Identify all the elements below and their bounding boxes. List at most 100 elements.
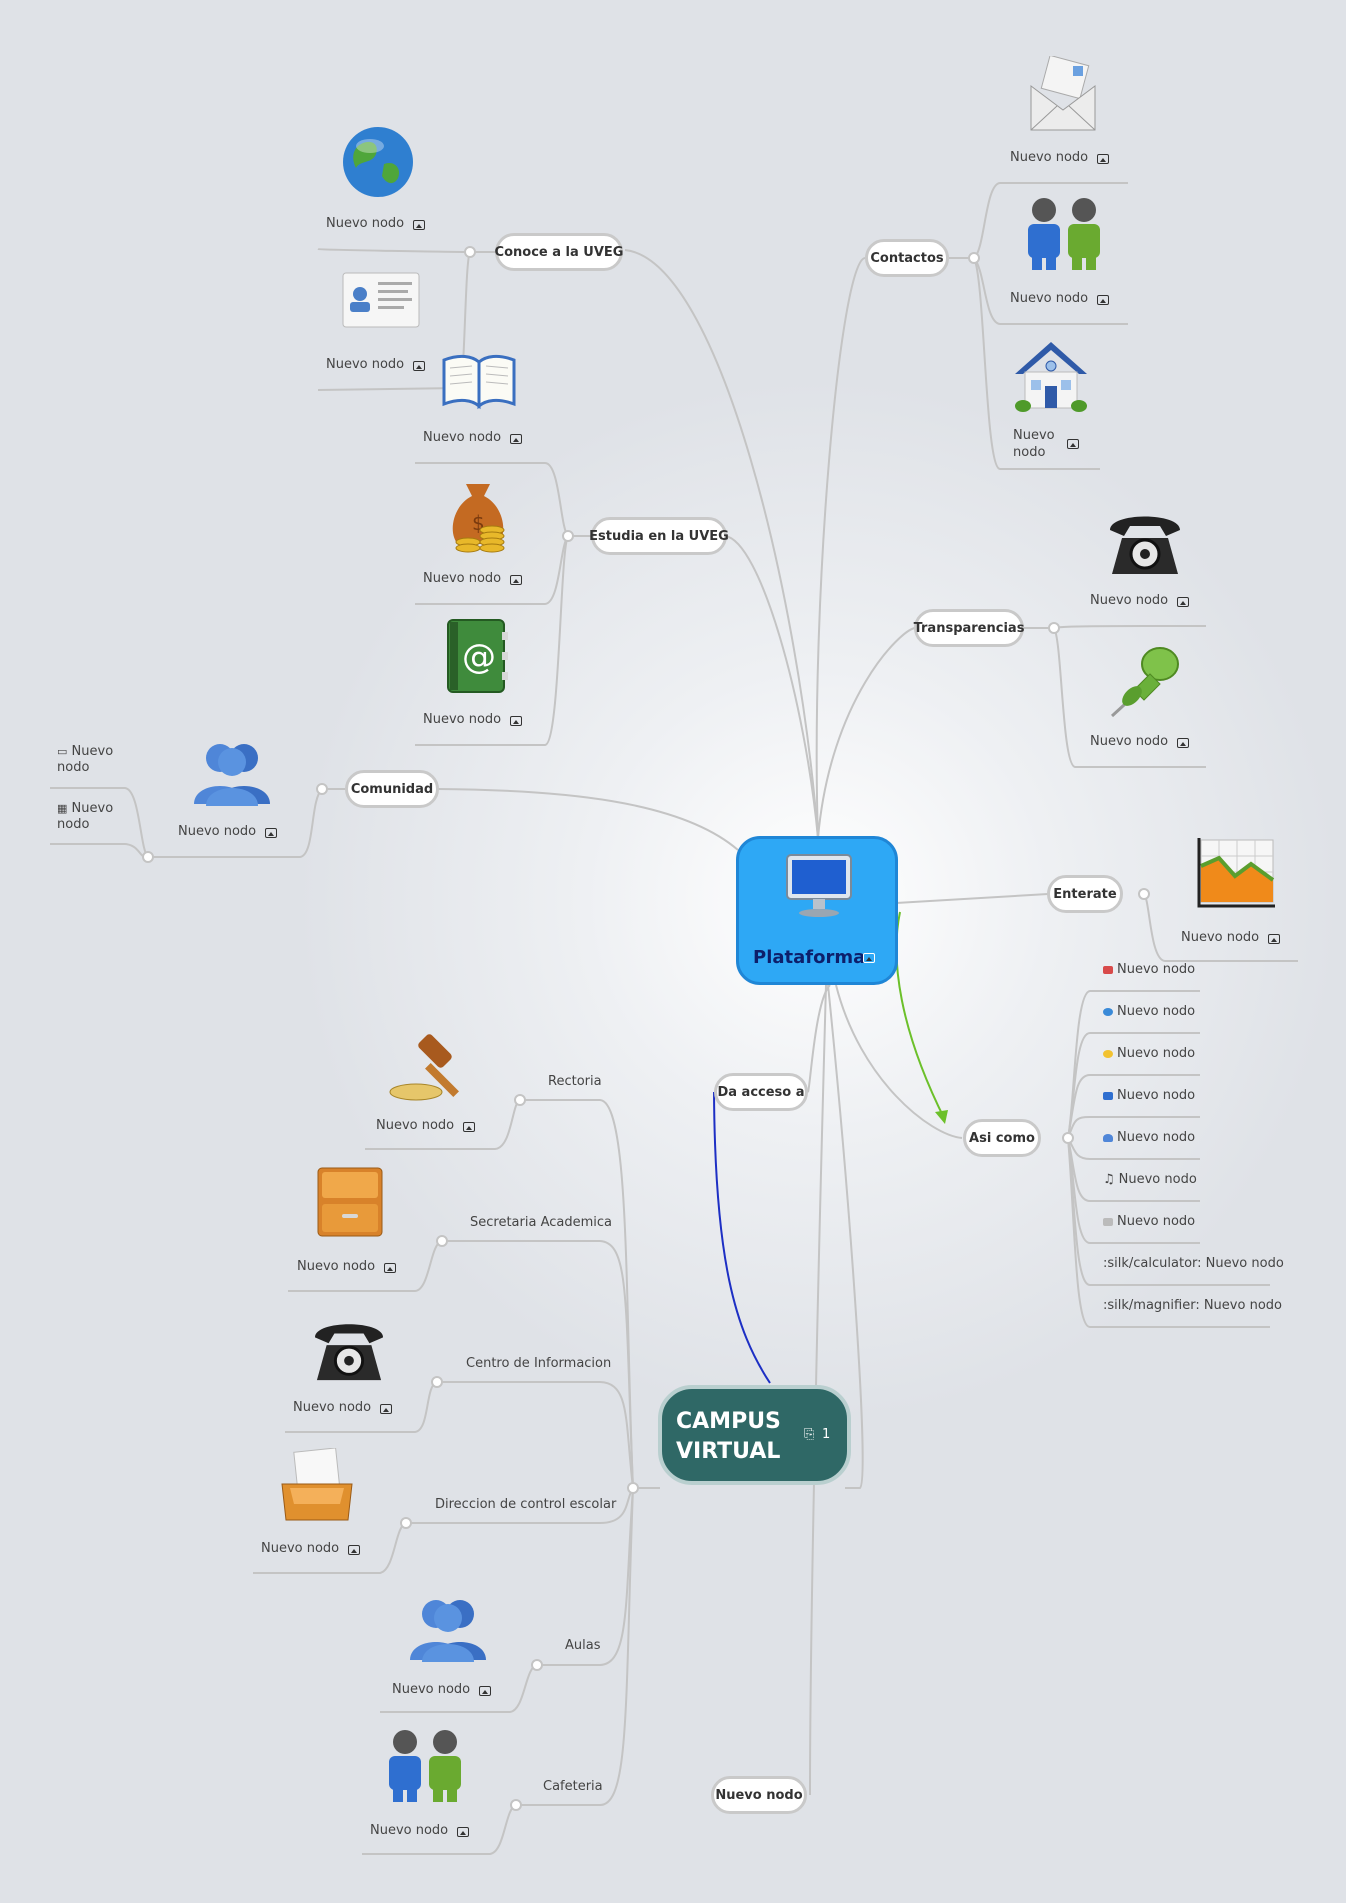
node-label: Nuevo nodo: [1090, 593, 1169, 608]
image-icon: [380, 1404, 392, 1414]
node-label: Nuevo nodo: [297, 1259, 376, 1274]
campus-node[interactable]: CAMPUS VIRTUAL ⎘ 1: [658, 1385, 851, 1485]
book-icon: [442, 354, 516, 410]
svg-text:@: @: [462, 637, 496, 677]
calendar-icon: ▦: [57, 802, 68, 815]
campus-child-aulas[interactable]: Aulas: [565, 1638, 601, 1653]
attachment-count: 1: [822, 1427, 831, 1442]
image-icon: [1268, 934, 1280, 944]
asi-item-9[interactable]: :silk/magnifier: Nuevo nodo: [1103, 1298, 1282, 1313]
node-label: Nuevo nodo: [178, 824, 257, 839]
node-label: Nuevo nodo: [1010, 291, 1089, 306]
money-bag-icon: $: [452, 484, 505, 553]
id-card-icon: [342, 272, 420, 328]
campus-child-direccion[interactable]: Direccion de control escolar: [435, 1497, 617, 1512]
branch-contactos[interactable]: Contactos: [865, 239, 949, 277]
telephone-icon: [314, 1324, 384, 1381]
node-label: Nuevo nodo: [423, 430, 502, 445]
campus-child-cafeteria[interactable]: Cafeteria: [543, 1779, 603, 1794]
node-label: Nuevo nodo: [423, 712, 502, 727]
asi-item-5[interactable]: Nuevo nodo: [1103, 1130, 1195, 1145]
asi-item-4[interactable]: Nuevo nodo: [1103, 1088, 1195, 1103]
image-icon: [413, 361, 425, 371]
house-icon: [1015, 342, 1087, 412]
asi-item-1[interactable]: Nuevo nodo: [1103, 962, 1195, 977]
image-icon: [510, 716, 522, 726]
branch-nuevo-nodo-bottom[interactable]: Nuevo nodo: [711, 1776, 807, 1814]
image-icon: [463, 1122, 475, 1132]
comunidad-sub-2: ▦ Nuevo nodo: [57, 801, 114, 832]
campus-title-line1: CAMPUS: [676, 1409, 781, 1434]
branch-asi-como[interactable]: Asi como: [963, 1119, 1041, 1157]
node-label: Nuevo nodo: [1010, 150, 1089, 165]
node-label: Nuevo nodo: [293, 1400, 372, 1415]
node-label: Nuevo nodo: [1181, 930, 1260, 945]
book-icon: [1103, 1091, 1113, 1100]
image-icon: [1177, 597, 1189, 607]
asi-item-6[interactable]: ♫Nuevo nodo: [1103, 1172, 1197, 1187]
telephone-icon: [1110, 516, 1180, 574]
user-icon: [1103, 1133, 1113, 1142]
image-icon: [1177, 738, 1189, 748]
image-icon: [413, 220, 425, 230]
node-label: Nuevo nodo: [376, 1118, 455, 1133]
people-icon: [389, 1730, 461, 1802]
group-icon: [410, 1600, 486, 1662]
globe-icon: [343, 127, 413, 197]
branch-transparencias[interactable]: Transparencias: [914, 609, 1024, 647]
asi-item-3[interactable]: Nuevo nodo: [1103, 1046, 1195, 1061]
people-icon: [1028, 198, 1100, 270]
inbox-tray-icon: [281, 1448, 353, 1521]
node-label: Nuevo nodo: [326, 216, 405, 231]
branch-enterate[interactable]: Enterate: [1047, 875, 1123, 913]
branch-estudia[interactable]: Estudia en la UVEG: [589, 517, 729, 555]
flag-icon: [1103, 1217, 1113, 1226]
group-icon: [194, 744, 270, 806]
campus-child-secretaria[interactable]: Secretaria Academica: [470, 1215, 612, 1230]
image-icon: [863, 953, 875, 963]
branch-comunidad[interactable]: Comunidad: [345, 770, 439, 808]
asi-item-7[interactable]: Nuevo nodo: [1103, 1214, 1195, 1229]
image-icon: [479, 1686, 491, 1696]
branch-da-acceso[interactable]: Da acceso a: [714, 1073, 808, 1111]
campus-title-line2: VIRTUAL: [676, 1439, 781, 1464]
campus-child-centro[interactable]: Centro de Informacion: [466, 1356, 612, 1371]
asi-item-2[interactable]: Nuevo nodo: [1103, 1004, 1195, 1019]
asi-item-8[interactable]: :silk/calculator: Nuevo nodo: [1103, 1256, 1284, 1271]
globe-icon: [1103, 1007, 1113, 1016]
inbox-icon: [1103, 965, 1113, 974]
node-label: Nuevo nodo: [261, 1541, 340, 1556]
pushpin-icon: [1110, 647, 1179, 718]
monitor-icon: [786, 854, 852, 917]
image-icon: [1067, 439, 1079, 449]
envelope-icon: [1030, 56, 1096, 131]
address-book-icon: @: [447, 619, 508, 693]
gavel-icon: [389, 1034, 459, 1101]
image-icon: [510, 434, 522, 444]
branch-conoce[interactable]: Conoce a la UVEG: [495, 233, 623, 271]
node-label: Nuevo nodo: [1090, 734, 1169, 749]
node-label: Nuevo nodo: [326, 357, 405, 372]
node-label: Nuevo nodo: [423, 571, 502, 586]
campus-child-rectoria[interactable]: Rectoria: [548, 1074, 602, 1089]
smiley-icon: [1103, 1049, 1113, 1058]
image-icon: [265, 828, 277, 838]
music-icon: ♫: [1103, 1172, 1115, 1187]
node-label: Nuevo nodo: [370, 1823, 449, 1838]
central-node[interactable]: Plataforma: [736, 836, 898, 985]
image-icon: [457, 1827, 469, 1837]
image-icon: [510, 575, 522, 585]
image-icon: [1097, 295, 1109, 305]
image-icon: [384, 1263, 396, 1273]
central-title: Plataforma: [753, 947, 866, 968]
attachment-icon: ⎘: [804, 1427, 815, 1442]
chart-icon: [1197, 838, 1275, 908]
node-label: Nuevo nodo: [392, 1682, 471, 1697]
filing-cabinet-icon: [317, 1167, 383, 1237]
flag-icon: ▭: [57, 745, 68, 758]
image-icon: [1097, 154, 1109, 164]
comunidad-sub-1: ▭ Nuevo nodo: [57, 744, 114, 775]
image-icon: [348, 1545, 360, 1555]
